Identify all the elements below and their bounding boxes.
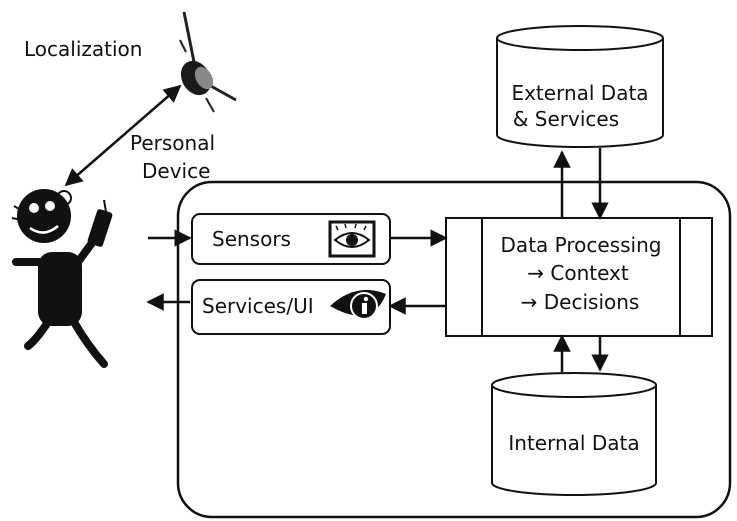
sensors-label: Sensors [212,227,291,251]
internal-data-label: Internal Data [508,431,639,455]
external-data-cylinder [496,25,664,148]
data-processing-block [445,217,713,337]
eye-icon [328,220,376,258]
info-icon [330,290,386,320]
services-ui-label: Services/UI [202,294,314,318]
satellite-icon [179,11,237,113]
data-processing-label-line2: → Context [527,261,629,285]
localization-arrow [64,84,182,187]
data-processing-label-line1: Data Processing [501,233,662,257]
personal-device-label-line2: Device [142,159,210,183]
external-data-label-line1: External Data [511,81,648,105]
personal-device-label-line1: Personal [130,131,215,155]
data-processing-label-line3: → Decisions [521,290,640,314]
system-container [176,180,732,519]
person-with-phone-icon [11,189,113,368]
internal-data-cylinder [491,372,657,496]
localization-label: Localization [24,37,142,61]
external-data-label-line2: & Services [513,107,619,131]
